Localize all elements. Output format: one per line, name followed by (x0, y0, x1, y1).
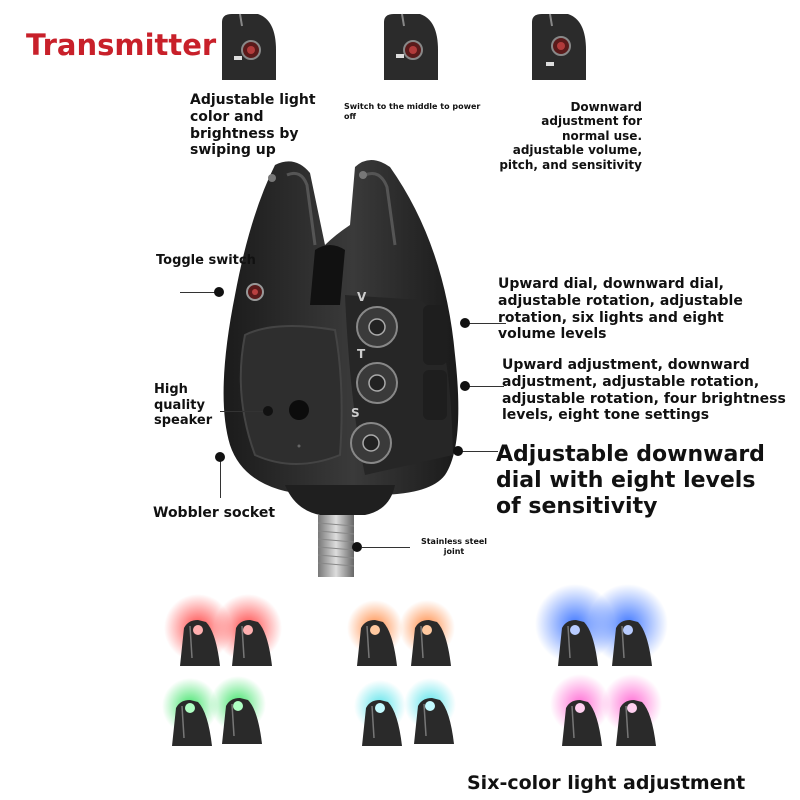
downward-adjustment-label: Downward adjustment for normal use. adju… (499, 100, 642, 172)
dial-letter-t: T (357, 347, 366, 361)
sensitivity-dial-marker (453, 446, 463, 456)
tone-dial-label: Upward adjustment, downward adjustment, … (502, 357, 786, 424)
dial-letter-s: S (351, 406, 360, 420)
tone-dial-marker (460, 381, 470, 391)
six-color-lights-illustration (162, 584, 668, 747)
speaker-marker (263, 406, 273, 416)
steel-joint-marker (352, 542, 362, 552)
middle-power-off-label: Switch to the middle to power off (344, 102, 481, 121)
toggle-switch-label: Toggle switch (156, 253, 256, 268)
switch-position-down-thumb (532, 13, 586, 80)
bottom-caption: Six-color light adjustment (467, 772, 746, 794)
volume-dial-label: Upward dial, downward dial, adjustable r… (498, 276, 743, 343)
speaker-label: High quality speaker (154, 382, 213, 429)
volume-dial-marker (460, 318, 470, 328)
switch-position-up-thumb (222, 13, 276, 80)
steel-joint-label: Stainless steel joint (420, 537, 488, 556)
sensitivity-dial-label: Adjustable downward dial with eight leve… (496, 442, 765, 519)
page-title: Transmitter (26, 28, 217, 62)
wobbler-socket-marker (215, 452, 225, 462)
swipe-up-label: Adjustable light color and brightness by… (190, 92, 316, 159)
wobbler-socket-label: Wobbler socket (153, 505, 276, 521)
transmitter-device-illustration (223, 160, 459, 577)
dial-letter-v: V (357, 290, 367, 304)
toggle-switch-marker (214, 287, 224, 297)
switch-position-middle-thumb (384, 13, 438, 80)
